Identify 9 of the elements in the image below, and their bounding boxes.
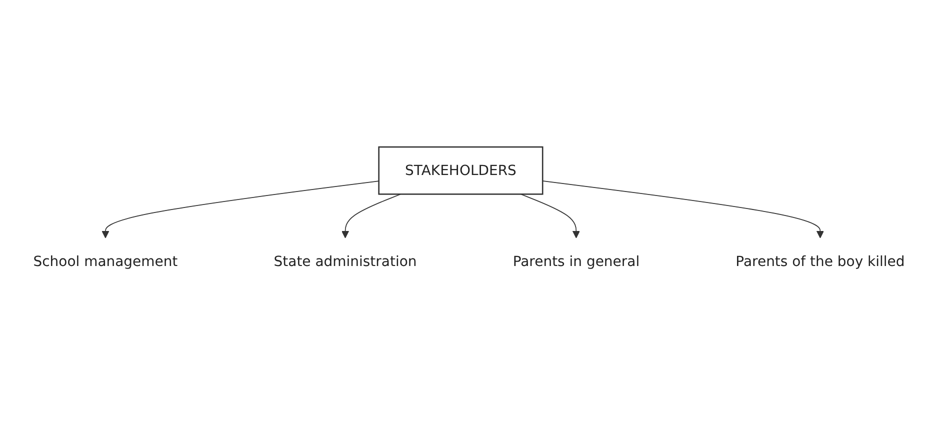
node-text: State administration bbox=[274, 252, 417, 269]
node-text: Parents in general bbox=[512, 252, 640, 269]
arrow bbox=[542, 180, 824, 238]
arrow bbox=[102, 180, 380, 238]
node-text: Parents of the boy killed bbox=[736, 252, 905, 269]
node-box: STAKEHOLDERS bbox=[378, 146, 544, 194]
arrow bbox=[520, 193, 580, 238]
arrow bbox=[341, 193, 402, 238]
node-text: School management bbox=[33, 252, 178, 269]
